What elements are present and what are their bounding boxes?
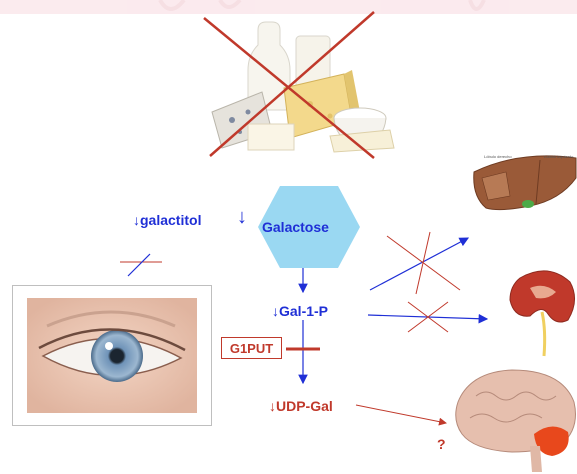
dairy-products-image bbox=[212, 22, 394, 152]
gal1p-label: ↓Gal-1-P bbox=[272, 303, 328, 319]
brain-image bbox=[456, 370, 576, 472]
header-background bbox=[0, 0, 577, 14]
eye-image bbox=[12, 285, 212, 426]
kidney-image bbox=[510, 271, 575, 356]
arrow-udpgal-to-brain bbox=[356, 405, 446, 423]
svg-text:Lóbulo izquierdo: Lóbulo izquierdo bbox=[544, 154, 574, 159]
question-mark-label: ? bbox=[437, 436, 446, 452]
arrow-gal1p-to-kidney bbox=[368, 302, 487, 332]
liver-image: Lóbulo derecho Lóbulo izquierdo bbox=[474, 154, 576, 210]
arrow-gal1p-to-liver bbox=[370, 232, 468, 294]
g1put-enzyme-box: G1PUT bbox=[221, 337, 282, 359]
udpgal-label: ↓UDP-Gal bbox=[269, 398, 333, 414]
down-arrow-icon: ↓ bbox=[237, 206, 247, 229]
galactose-label: Galactose bbox=[262, 219, 329, 235]
svg-text:Lóbulo derecho: Lóbulo derecho bbox=[484, 154, 512, 159]
arrow-galactitol-to-eye bbox=[120, 254, 162, 276]
galactitol-label: ↓galactitol bbox=[133, 212, 201, 228]
